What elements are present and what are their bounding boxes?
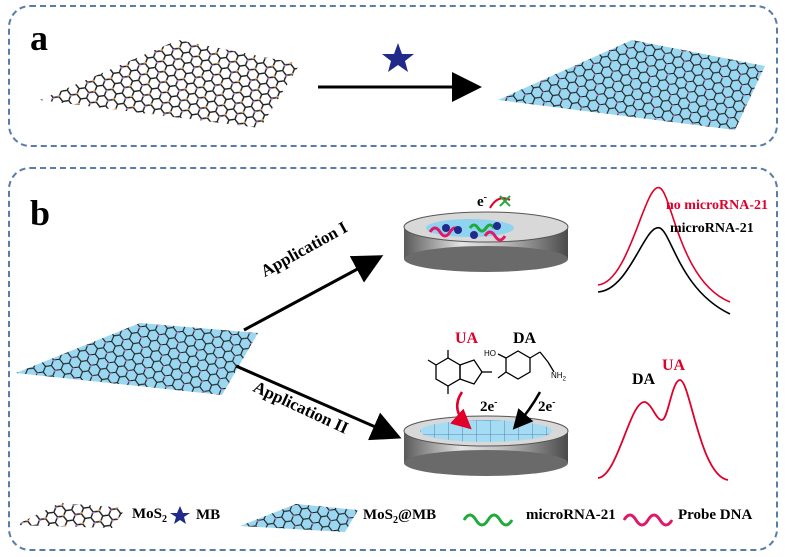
legend-probe-wave [622,513,674,527]
curve-da-ua [597,379,729,481]
two-e-left-label: 2e- [480,397,498,415]
curve-no-microrna [597,187,731,303]
legend-mos2mb-sheet [240,504,358,532]
electrode-2 [403,391,569,476]
mos2mb-sheet-b [16,323,258,395]
curve2-label-ua: UA [662,357,686,374]
nh2-label: NH2 [551,371,566,383]
da-label: DA [513,330,537,347]
legend-probe-label: Probe DNA [678,507,753,523]
da-molecule [497,350,555,380]
panel-a [8,5,778,147]
legend-mos2mb-label: MoS2@MB [363,507,437,526]
panel-b-label: b [30,193,51,233]
legend-mos2-sheet [16,503,126,528]
arrow-application-1 [243,255,384,332]
legend-microrna-wave [462,513,514,527]
ua-label: UA [455,330,479,347]
mos2mb-sheet-a [498,40,765,130]
panel-b [8,167,778,551]
legend-mb-label: MB [196,507,221,523]
curve1-label-black: microRNA-21 [670,221,754,236]
two-e-right-label: 2e- [538,397,556,415]
mb-star-icon [382,43,414,72]
curve2-label-da: DA [632,371,656,388]
electrode-1 [403,195,569,272]
arrow-application-2 [235,364,402,441]
oh-label: HO [484,349,496,358]
electron-top-label: e- [477,192,488,210]
legend-microrna-label: microRNA-21 [526,507,616,523]
curve-microrna [597,227,731,315]
curve1-label-red: no microRNA-21 [666,198,769,213]
legend-mos2-label: MoS2 [132,506,167,525]
panel-a-label: a [30,18,48,58]
ua-molecule [427,350,492,394]
legend-mb-star-icon [170,506,190,524]
mos2-sheet-a [40,40,300,128]
